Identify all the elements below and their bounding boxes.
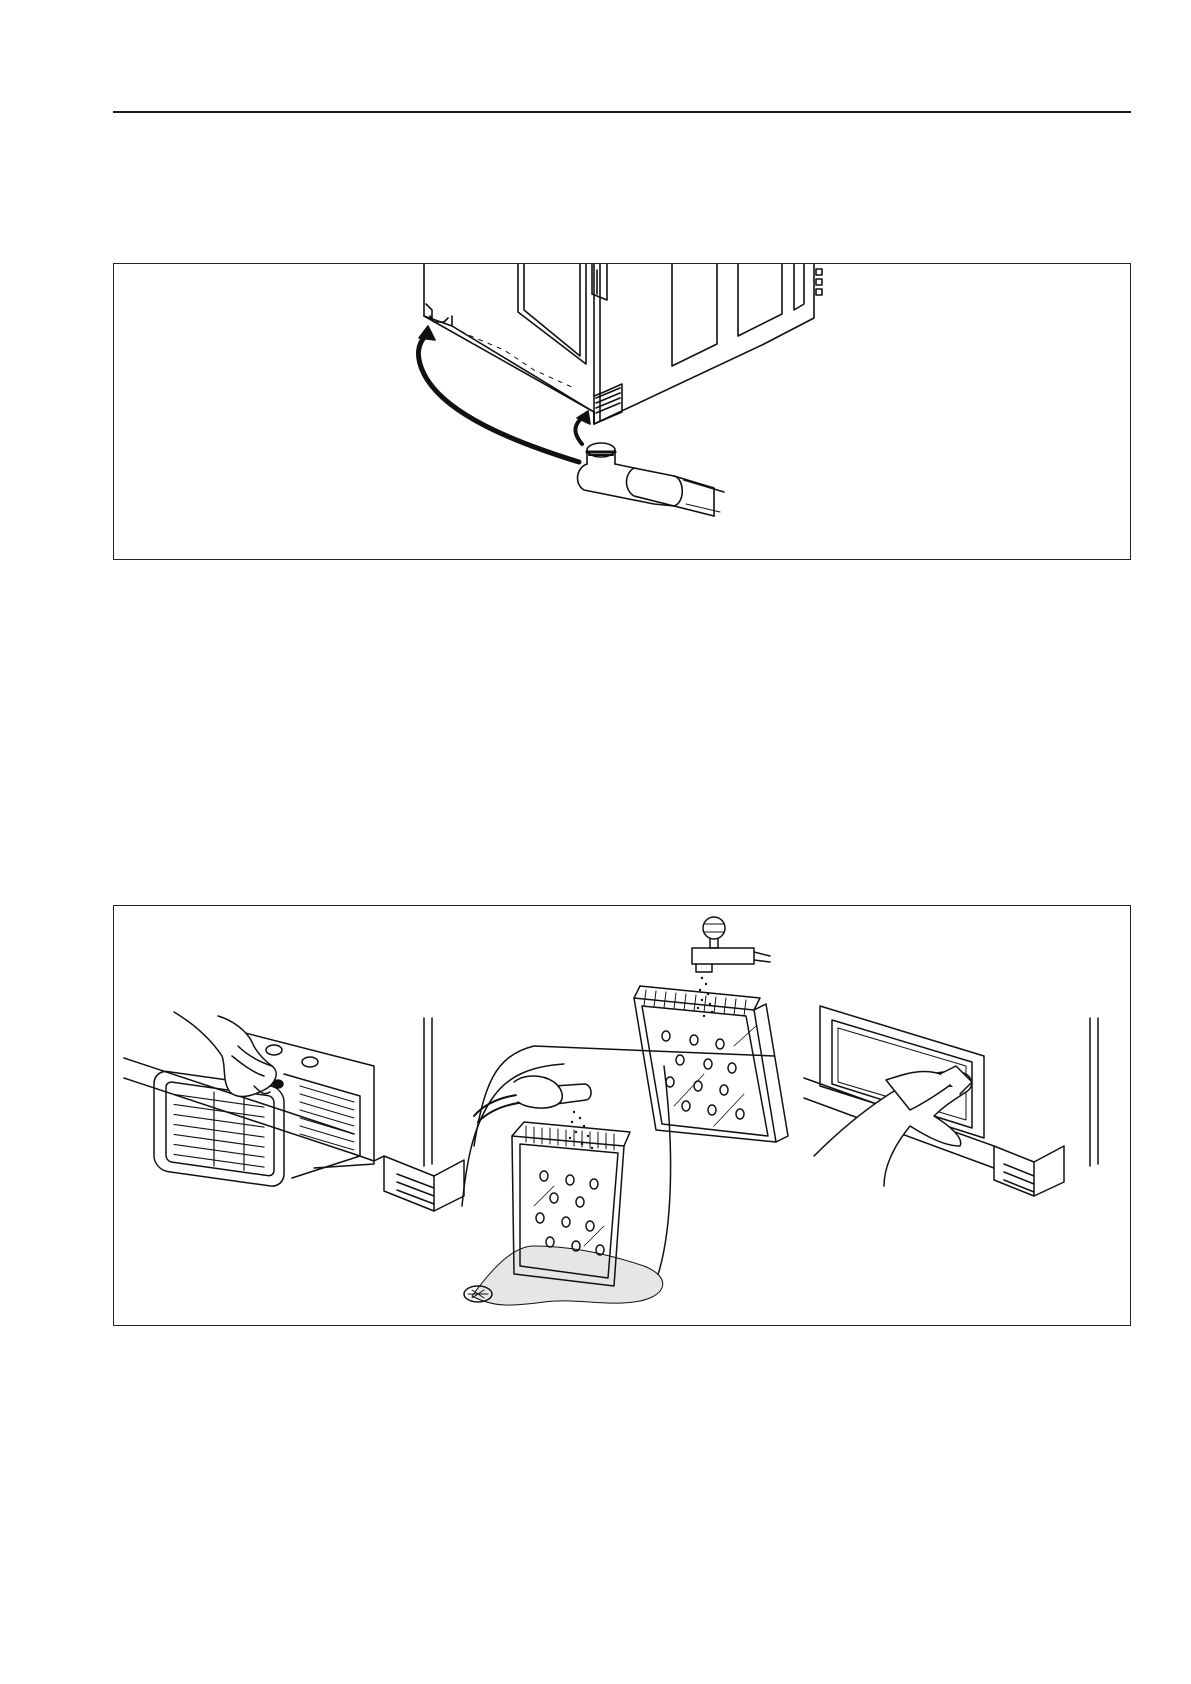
tap-handle	[703, 917, 725, 939]
hand-b	[514, 1076, 562, 1108]
water-puddle	[472, 1246, 663, 1305]
tap-body	[692, 948, 754, 964]
filter-under-tap	[634, 998, 776, 1142]
filter-cleaning-illustration	[114, 906, 1130, 1325]
cabinet-front-bottom	[594, 264, 814, 424]
header-rule	[113, 111, 1131, 113]
step-wipe-housing	[804, 1006, 1098, 1196]
front-panel-1	[672, 264, 717, 366]
step-rinse-filter	[462, 1046, 774, 1305]
illustration-frame-1	[113, 263, 1131, 560]
arrow-head-long	[419, 326, 435, 340]
filter-holes-b	[536, 1171, 604, 1255]
hand-a	[174, 1012, 276, 1096]
appliance-hose-illustration	[114, 264, 1130, 559]
cabinet-left-edge	[424, 264, 594, 424]
vent-corner-c	[994, 1146, 1064, 1196]
front-panel-2	[738, 264, 782, 336]
illustration-frame-2	[113, 905, 1131, 1326]
curved-arrow-long	[418, 334, 579, 462]
hose-elbow	[578, 464, 674, 506]
step-rinse-under-tap	[634, 917, 788, 1142]
step-remove-filter	[124, 1012, 464, 1211]
